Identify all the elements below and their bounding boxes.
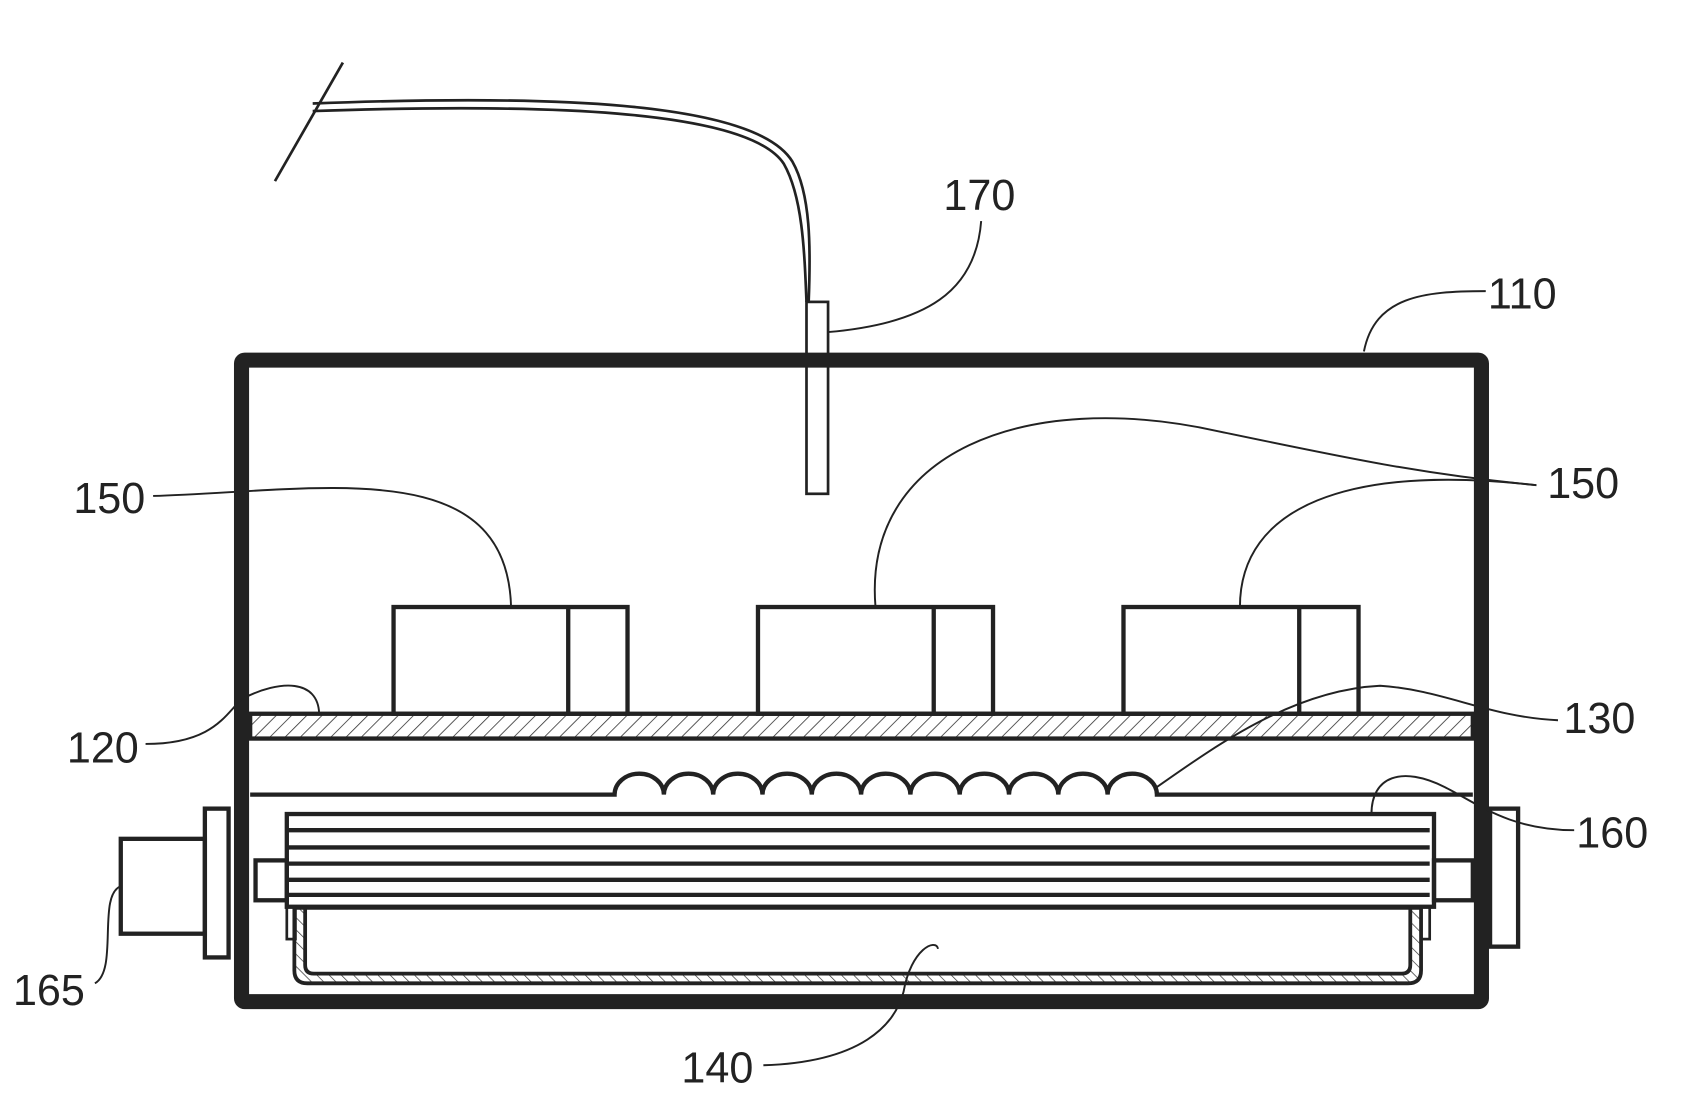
label-150-left: 150 (73, 475, 145, 523)
component-blocks-150 (391, 604, 1361, 716)
plate-120 (247, 711, 1475, 741)
label-150-right: 150 (1547, 460, 1619, 508)
tray-140 (292, 905, 1423, 986)
label-165: 165 (13, 967, 85, 1015)
housing-110 (233, 352, 1489, 1010)
right-connector (1487, 806, 1521, 949)
label-160: 160 (1576, 809, 1648, 857)
heater-coil-130 (250, 771, 1473, 797)
label-120: 120 (67, 724, 139, 772)
label-140: 140 (681, 1044, 753, 1092)
label-110: 110 (1488, 270, 1557, 318)
label-170: 170 (943, 172, 1015, 220)
probe-cable (273, 61, 811, 302)
probe-170 (805, 300, 830, 496)
connector-165 (118, 806, 231, 960)
label-130: 130 (1563, 695, 1635, 743)
leader-lines (94, 220, 1575, 1067)
